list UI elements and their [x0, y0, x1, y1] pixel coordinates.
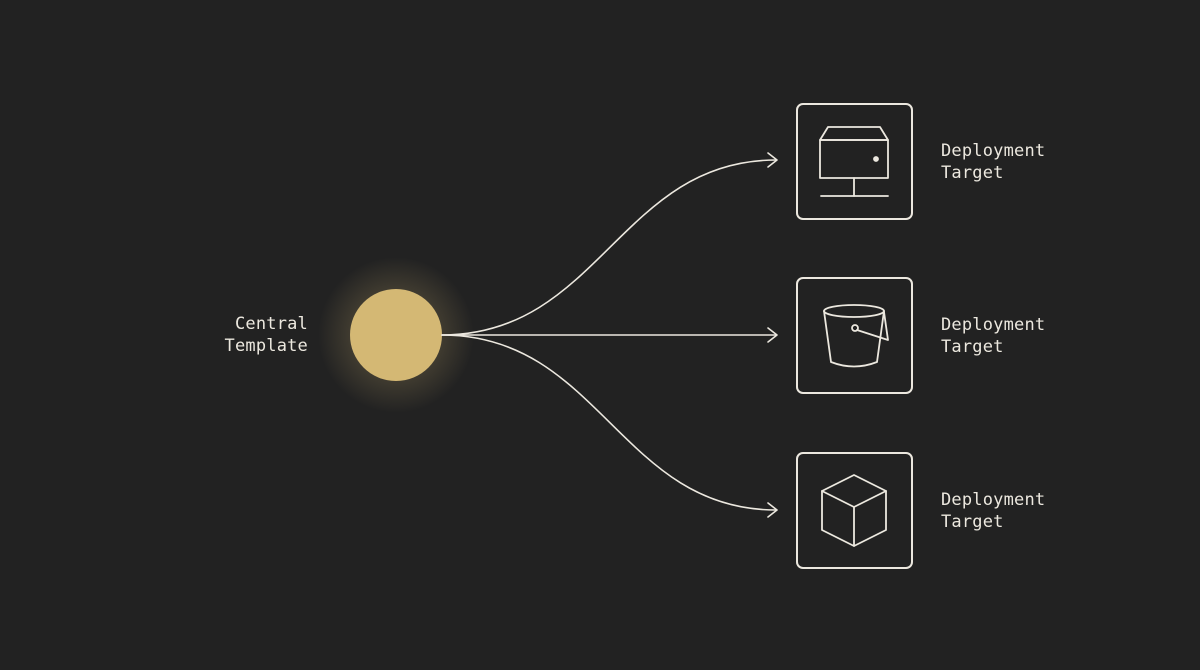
target-label-top: Deployment Target — [941, 140, 1045, 184]
central-template-node — [350, 289, 442, 381]
central-template-label: Central Template — [208, 313, 308, 357]
arrowhead-bottom — [767, 502, 778, 518]
bucket-icon — [823, 304, 889, 368]
connector-top — [441, 159, 777, 336]
target-label-line2: Target — [941, 512, 1004, 532]
central-template-label-line1: Central — [234, 314, 308, 334]
target-box-middle — [796, 277, 913, 394]
target-box-bottom — [796, 452, 913, 569]
target-label-line1: Deployment — [941, 490, 1046, 510]
target-label-line1: Deployment — [941, 141, 1046, 161]
central-template-label-line2: Template — [224, 336, 308, 356]
cube-icon — [821, 474, 887, 547]
target-label-line2: Target — [941, 337, 1004, 357]
target-label-middle: Deployment Target — [941, 314, 1045, 358]
target-box-top — [796, 103, 913, 220]
target-label-line2: Target — [941, 163, 1004, 183]
target-label-bottom: Deployment Target — [941, 489, 1045, 533]
connector-bottom — [441, 334, 777, 511]
server-icon — [819, 126, 889, 197]
target-label-line1: Deployment — [941, 315, 1046, 335]
arrowhead-middle — [767, 327, 778, 343]
arrowhead-top — [767, 152, 778, 168]
